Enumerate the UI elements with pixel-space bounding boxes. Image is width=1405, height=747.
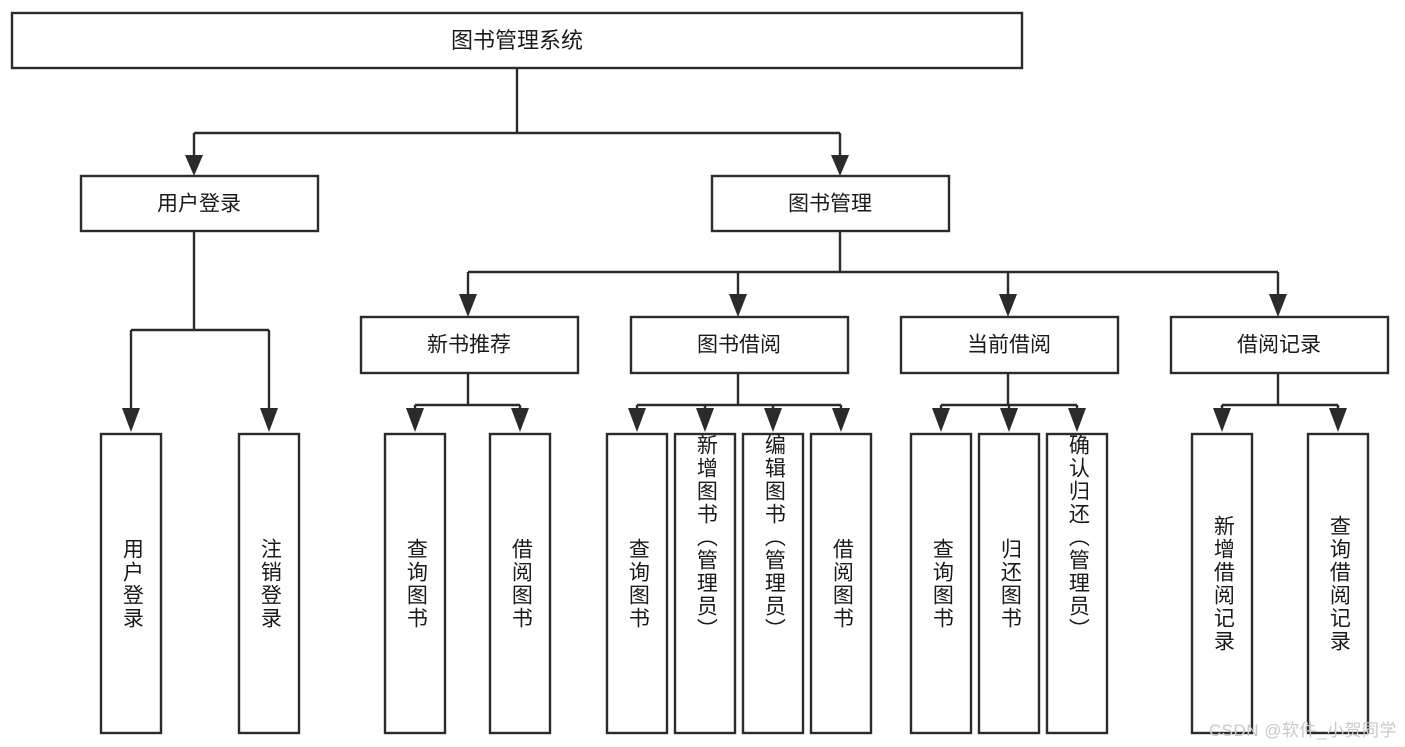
node-leaf-return-book-box[interactable] xyxy=(977,432,1041,735)
node-leaf-confirm-return-box[interactable] xyxy=(1045,432,1109,735)
node-book-management-label: 图书管理 xyxy=(788,193,872,216)
arrowhead-root-to-bookmgmt xyxy=(831,155,849,176)
node-leaf-query-book-cb-box[interactable] xyxy=(909,432,973,735)
node-root-box[interactable] xyxy=(10,11,1024,70)
node-leaf-borrow-book-bb-box[interactable] xyxy=(809,432,873,735)
node-leaf-add-book-box[interactable] xyxy=(673,432,737,735)
node-leaf-query-record-box[interactable] xyxy=(1306,432,1370,735)
node-new-book-recommend-label: 新书推荐 xyxy=(427,334,511,357)
node-book-borrow[interactable]: 图书借阅 xyxy=(629,315,850,375)
arrowhead-bookborrow-leaf-2 xyxy=(696,408,714,432)
connector-layer xyxy=(122,68,1347,432)
node-leaf-user-login-box[interactable] xyxy=(99,432,163,735)
arrowhead-borrowrecord-leaf-1 xyxy=(1213,408,1231,432)
node-borrow-record-box[interactable] xyxy=(1169,315,1390,375)
node-borrow-record-label: 借阅记录 xyxy=(1237,334,1321,357)
node-user-login-box[interactable] xyxy=(79,174,320,233)
node-current-borrow[interactable]: 当前借阅 xyxy=(899,315,1120,375)
node-leaf-add-record-box[interactable] xyxy=(1190,432,1254,735)
node-leaf-query-book-nb-box[interactable] xyxy=(383,432,447,735)
node-user-login[interactable]: 用户登录 xyxy=(79,174,320,233)
arrowhead-bookborrow-leaf-4 xyxy=(832,408,850,432)
leaf-boxes-layer xyxy=(99,432,1370,735)
node-borrow-record[interactable]: 借阅记录 xyxy=(1169,315,1390,375)
node-root-label: 图书管理系统 xyxy=(451,28,583,53)
node-new-book-recommend-box[interactable] xyxy=(359,315,580,375)
node-user-login-label: 用户登录 xyxy=(157,193,241,216)
arrowhead-userlogin-leaf-2 xyxy=(260,408,278,432)
arrowhead-newbook-leaf-1 xyxy=(406,408,424,432)
arrowhead-to-currentborrow xyxy=(999,294,1017,317)
arrowhead-currentborrow-leaf-3 xyxy=(1068,408,1086,432)
arrowhead-userlogin-leaf-1 xyxy=(122,408,140,432)
node-book-management[interactable]: 图书管理 xyxy=(710,174,951,233)
node-book-borrow-box[interactable] xyxy=(629,315,850,375)
arrowhead-to-newbook xyxy=(459,294,477,317)
node-book-management-box[interactable] xyxy=(710,174,951,233)
arrowhead-borrowrecord-leaf-2 xyxy=(1329,408,1347,432)
node-leaf-borrow-book-nb-box[interactable] xyxy=(488,432,552,735)
arrowhead-currentborrow-leaf-2 xyxy=(1000,408,1018,432)
node-leaf-query-book-bb-box[interactable] xyxy=(605,432,669,735)
node-book-borrow-label: 图书借阅 xyxy=(697,334,781,357)
node-leaf-edit-book-box[interactable] xyxy=(741,432,805,735)
node-new-book-recommend[interactable]: 新书推荐 xyxy=(359,315,580,375)
arrowhead-bookborrow-leaf-3 xyxy=(764,408,782,432)
node-root[interactable]: 图书管理系统 xyxy=(10,11,1024,70)
arrowhead-to-bookborrow xyxy=(729,294,747,317)
arrowhead-bookborrow-leaf-1 xyxy=(628,408,646,432)
node-leaf-logout-box[interactable] xyxy=(237,432,301,735)
arrowhead-newbook-leaf-2 xyxy=(511,408,529,432)
arrowhead-currentborrow-leaf-1 xyxy=(932,408,950,432)
node-current-borrow-box[interactable] xyxy=(899,315,1120,375)
csdn-watermark: CSDN @软件_小贺同学 xyxy=(1208,721,1397,740)
arrowhead-to-borrowrecord xyxy=(1269,294,1287,317)
node-current-borrow-label: 当前借阅 xyxy=(967,334,1051,357)
arrowhead-root-to-userlogin xyxy=(185,155,203,176)
